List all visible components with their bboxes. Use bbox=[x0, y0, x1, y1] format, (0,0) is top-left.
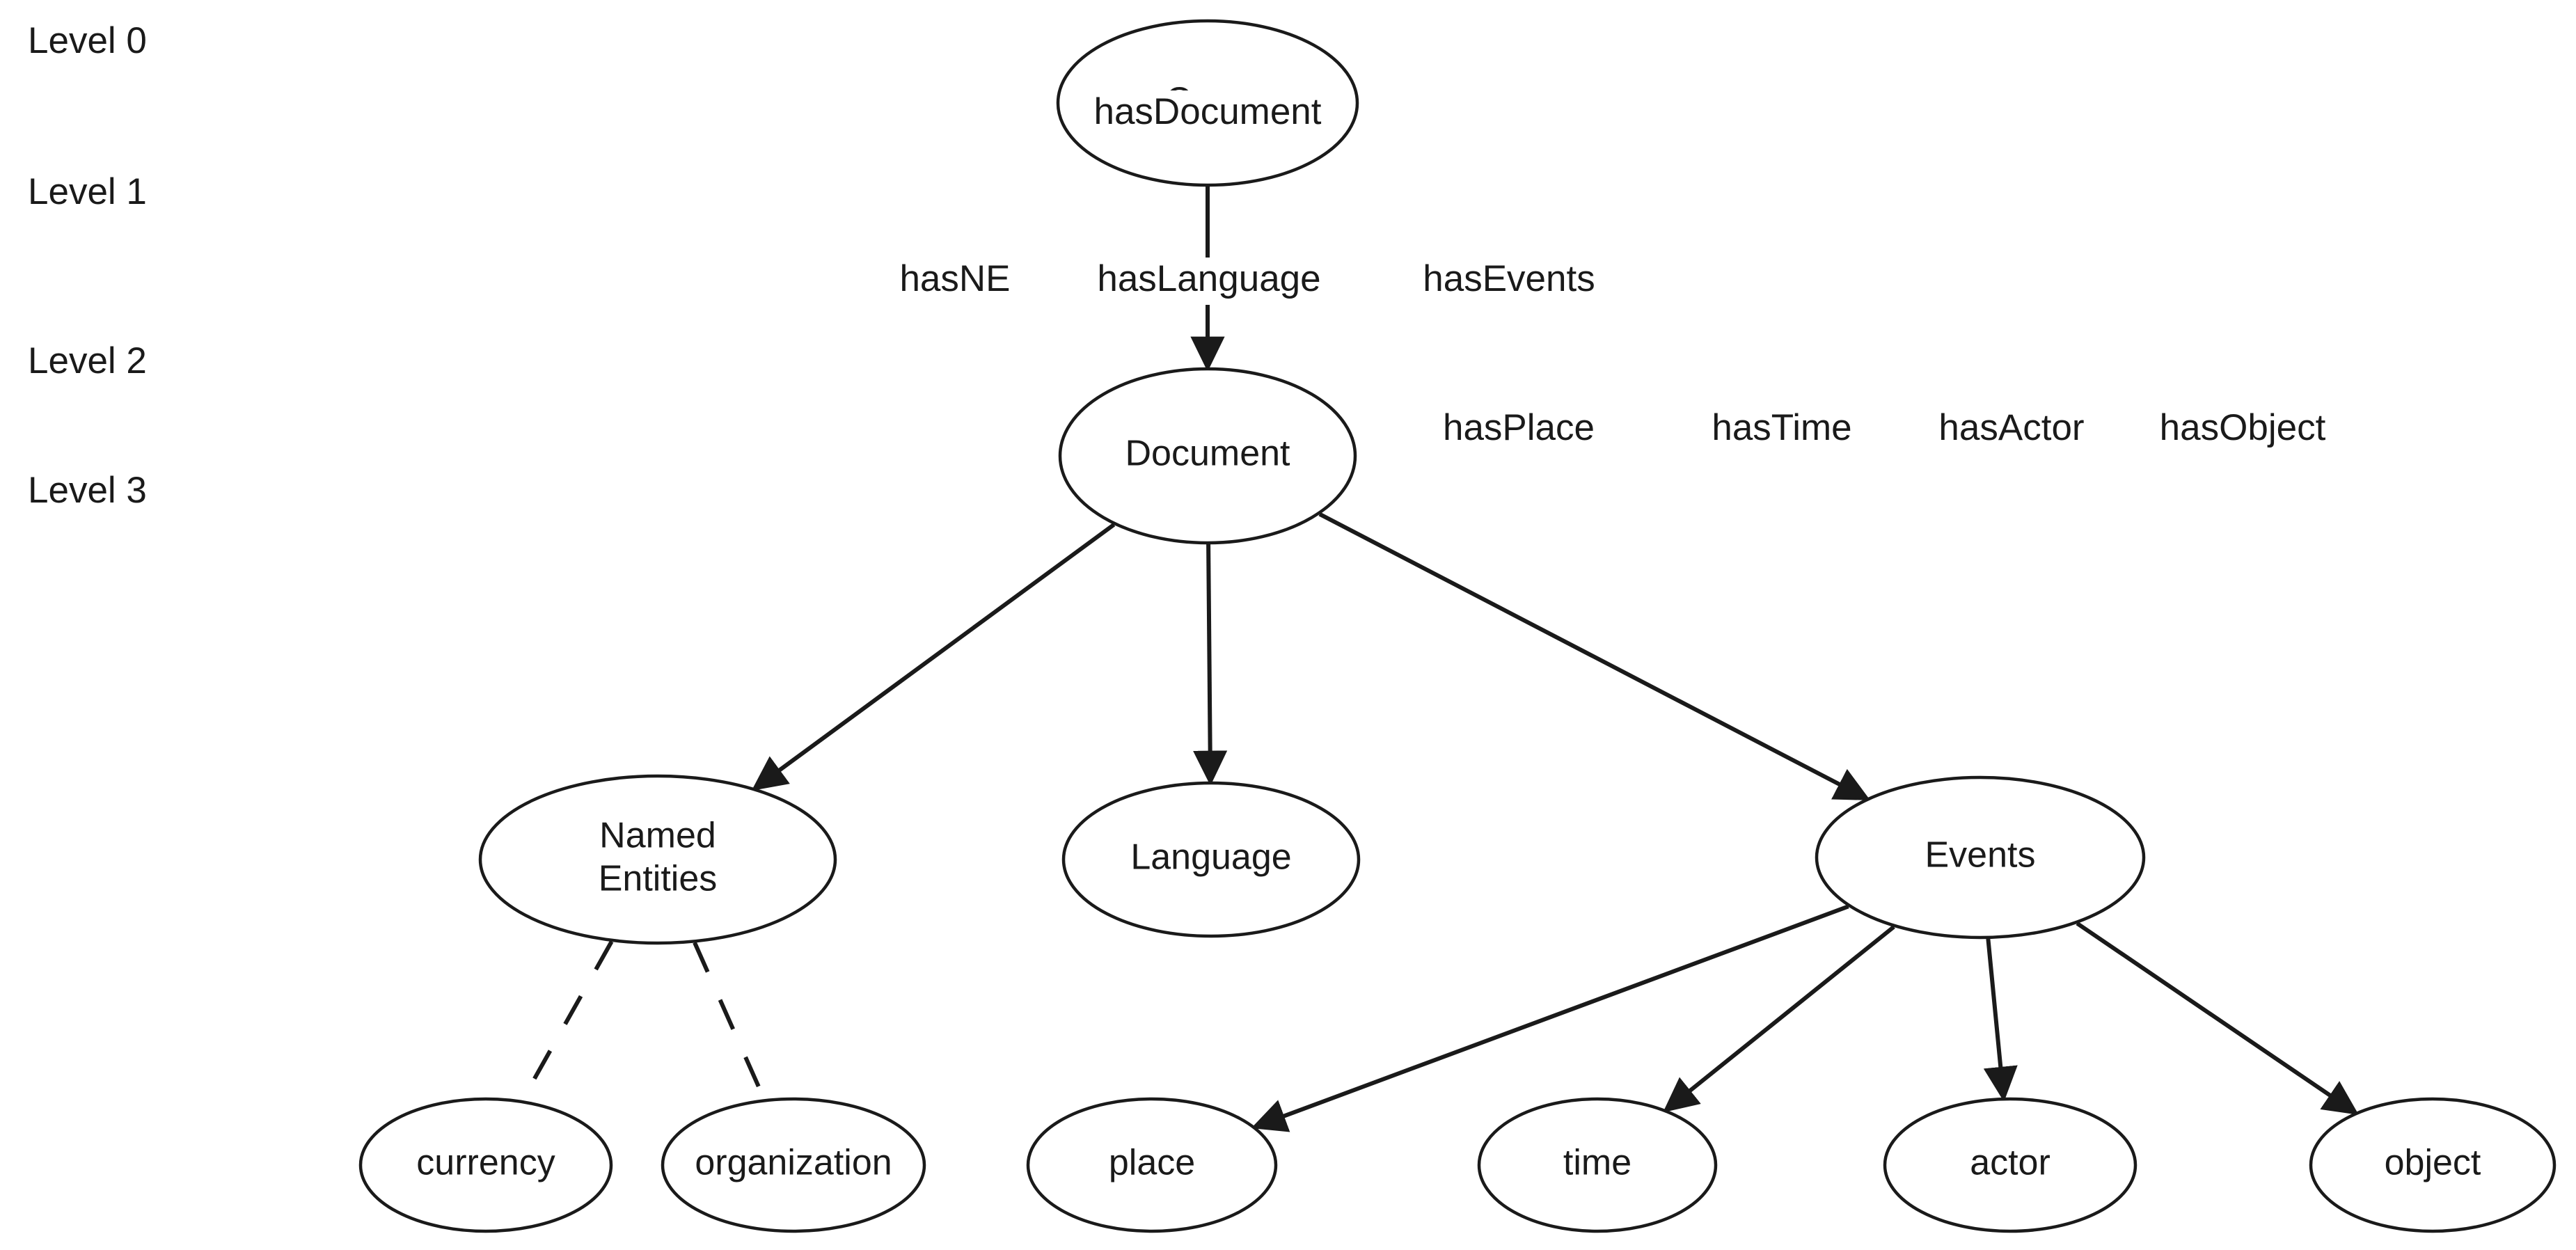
edge-e-hasTime bbox=[1663, 925, 1895, 1113]
edge-e-hasActor bbox=[1983, 938, 2018, 1102]
node-shape-namedentities bbox=[478, 774, 837, 945]
node-document[interactable]: Document bbox=[1058, 367, 1357, 545]
edge-label-e-hasNE: hasNE bbox=[899, 258, 1011, 305]
node-label-place: place bbox=[1109, 1143, 1195, 1183]
node-object[interactable]: object bbox=[2309, 1097, 2557, 1233]
edge-label-text-e-hasTime: hasTime bbox=[1712, 407, 1851, 448]
node-time[interactable]: time bbox=[1477, 1097, 1718, 1233]
edge-e-ne-org bbox=[693, 942, 766, 1100]
node-shape-document bbox=[1058, 367, 1357, 545]
edge-e-hasObject bbox=[2076, 921, 2359, 1115]
node-organization[interactable]: organization bbox=[661, 1097, 926, 1233]
level-label-level2: Level 2 bbox=[28, 340, 147, 381]
edge-label-backdrop-e-hasTime bbox=[1710, 406, 1854, 454]
edge-label-backdrop-e-hasObject bbox=[2152, 406, 2333, 454]
node-label-object: object bbox=[2385, 1143, 2481, 1183]
edge-label-e-hasEvents: hasEvents bbox=[1419, 258, 1599, 305]
edge-label-e-hasObject: hasObject bbox=[2152, 406, 2333, 454]
node-actor[interactable]: actor bbox=[1883, 1097, 2138, 1233]
edge-label-text-e-hasPlace: hasPlace bbox=[1443, 407, 1595, 448]
edge-label-text-e-hasEvents: hasEvents bbox=[1423, 258, 1595, 299]
edge-e-ne-currency bbox=[520, 940, 614, 1102]
edge-label-text-e-hasObject: hasObject bbox=[2160, 407, 2326, 448]
edge-label-text-e-hasNE: hasNE bbox=[899, 258, 1010, 299]
edge-label-backdrop-e-hasPlace bbox=[1438, 406, 1599, 454]
level-label-level3: Level 3 bbox=[28, 470, 147, 511]
node-label-events: Events bbox=[1925, 835, 2036, 876]
edge-e-hasPlace bbox=[1251, 904, 1849, 1132]
edge-label-backdrop-e-hasNE bbox=[902, 258, 1008, 305]
node-label-actor: actor bbox=[1970, 1143, 2050, 1183]
node-shape-language bbox=[1061, 781, 1361, 938]
node-shape-organization bbox=[661, 1097, 926, 1233]
node-label-currency: currency bbox=[416, 1143, 555, 1183]
level-label-level0: Level 0 bbox=[28, 20, 147, 61]
edge-label-e-hasTime: hasTime bbox=[1710, 406, 1854, 454]
node-shape-object bbox=[2309, 1097, 2557, 1233]
node-shape-actor bbox=[1883, 1097, 2138, 1233]
edges-layer bbox=[520, 187, 2359, 1132]
node-label-language: Language bbox=[1130, 837, 1291, 878]
edge-labels-layer: hasDocument hasNE hasLanguage hasEvents hasP… bbox=[899, 90, 2333, 454]
node-shape-events bbox=[1815, 775, 2146, 940]
edge-label-e-hasDocument: hasDocument bbox=[1093, 90, 1322, 138]
edge-e-hasEvents bbox=[1318, 512, 1871, 800]
node-language[interactable]: Language bbox=[1061, 781, 1361, 938]
level-label-level1: Level 1 bbox=[28, 171, 147, 212]
level-labels-layer: Level 0 Level 1 Level 2 Level 3 bbox=[28, 20, 147, 511]
edge-label-backdrop-e-hasEvents bbox=[1419, 258, 1599, 305]
edge-label-text-e-hasLanguage: hasLanguage bbox=[1097, 258, 1320, 299]
edge-e-hasLanguage bbox=[1193, 544, 1228, 786]
node-label-organization: organization bbox=[695, 1143, 892, 1183]
edge-label-backdrop-e-hasActor bbox=[1931, 406, 2092, 454]
node-label-namedentities: Named bbox=[599, 816, 716, 856]
edge-e-hasNE bbox=[751, 523, 1116, 791]
edge-label-e-hasLanguage: hasLanguage bbox=[1097, 258, 1321, 305]
nodes-layer: CaseDocumentNamedEntitiesLanguageEventsc… bbox=[358, 19, 2557, 1233]
node-events[interactable]: Events bbox=[1815, 775, 2146, 940]
node-shape-place bbox=[1026, 1097, 1278, 1233]
node-currency[interactable]: currency bbox=[358, 1097, 613, 1233]
node-shape-currency bbox=[358, 1097, 613, 1233]
edge-label-e-hasPlace: hasPlace bbox=[1438, 406, 1599, 454]
node-label-namedentities: Entities bbox=[599, 859, 718, 899]
node-label-time: time bbox=[1563, 1143, 1631, 1183]
node-place[interactable]: place bbox=[1026, 1097, 1278, 1233]
edge-label-text-e-hasDocument: hasDocument bbox=[1093, 91, 1321, 132]
edge-label-backdrop-e-hasDocument bbox=[1098, 90, 1317, 138]
node-label-document: Document bbox=[1125, 434, 1291, 474]
edge-label-e-hasActor: hasActor bbox=[1931, 406, 2092, 454]
node-shape-time bbox=[1477, 1097, 1718, 1233]
edge-label-backdrop-e-hasLanguage bbox=[1100, 258, 1318, 305]
edge-label-text-e-hasActor: hasActor bbox=[1938, 407, 2084, 448]
